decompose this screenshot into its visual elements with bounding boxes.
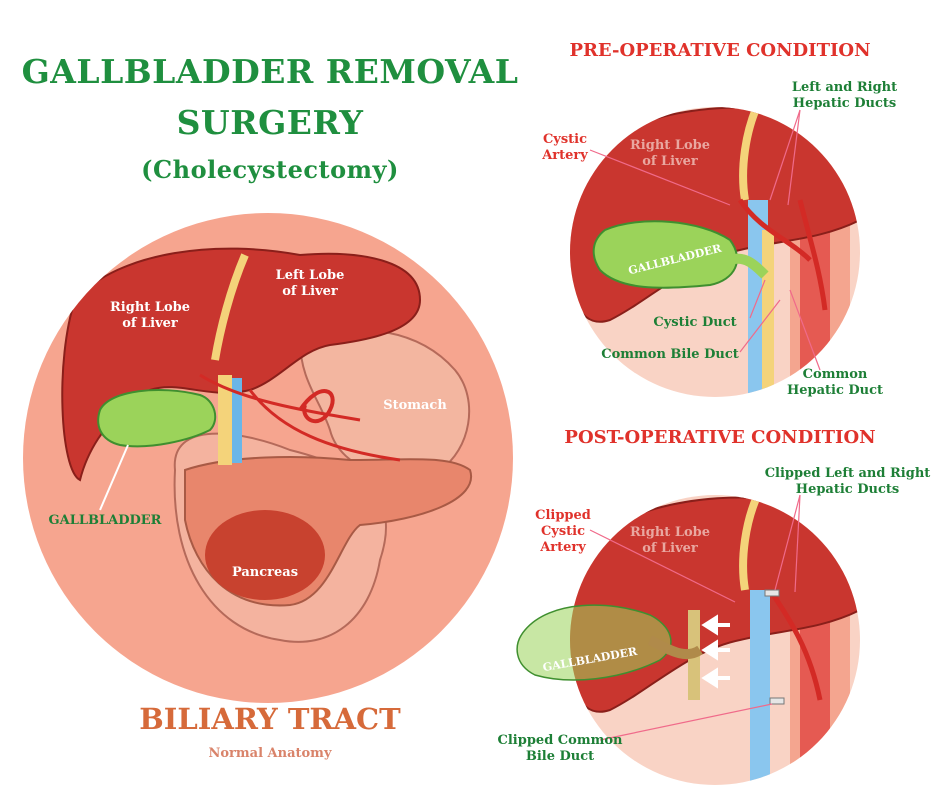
pre-gallbladder xyxy=(592,220,739,289)
pre-arteries xyxy=(737,198,828,311)
label-left-lobe: Left Lobe of Liver xyxy=(275,268,345,299)
post-removed-duct xyxy=(647,635,703,660)
post-label-clipped-common-bile-duct: Clipped Common Bile Duct xyxy=(497,733,623,764)
main-title-line1: GALLBLADDER REMOVAL xyxy=(21,52,519,91)
pre-op-circle xyxy=(570,107,860,397)
pointer-gallbladder xyxy=(99,444,129,511)
post-op-circle xyxy=(516,495,860,785)
pre-label-common-hepatic-duct: Common Hepatic Duct xyxy=(786,367,884,398)
pre-heading: PRE-OPERATIVE CONDITION xyxy=(569,40,871,61)
clip-hepatic xyxy=(764,589,780,597)
pancreas-head xyxy=(205,510,325,600)
removal-arrows xyxy=(701,614,730,689)
pre-pointers xyxy=(589,109,821,371)
label-stomach: Stomach xyxy=(383,398,447,413)
pre-label-cystic-artery: Cystic Artery xyxy=(542,132,588,163)
main-anatomy-circle xyxy=(23,213,513,703)
pre-cystic-duct xyxy=(728,253,769,279)
portal-vein xyxy=(232,378,242,463)
main-subtitle: (Cholecystectomy) xyxy=(141,155,399,184)
post-label-clipped-cystic-artery: Clipped Cystic Artery xyxy=(535,508,591,555)
label-pancreas: Pancreas xyxy=(231,565,299,580)
pre-label-right-lobe: Right Lobe of Liver xyxy=(630,138,710,169)
post-pointers xyxy=(589,494,801,741)
hepatic-artery xyxy=(199,373,401,462)
label-right-lobe: Right Lobe of Liver xyxy=(110,300,190,331)
label-gallbladder: GALLBLADDER xyxy=(48,513,162,528)
pre-label-cystic-duct: Cystic Duct xyxy=(653,315,737,330)
liver-shape xyxy=(61,247,422,482)
clip-bile xyxy=(769,697,785,705)
post-label-clipped-hepatic-ducts: Clipped Left and Right Hepatic Ducts xyxy=(764,466,931,497)
post-removed-gallbladder xyxy=(516,604,672,681)
post-portal-vein xyxy=(750,590,770,785)
footer-subtitle: Normal Anatomy xyxy=(208,746,332,761)
pre-label-common-bile-duct: Common Bile Duct xyxy=(601,347,739,362)
main-title-line2: SURGERY xyxy=(176,103,364,142)
pre-label-hepatic-ducts: Left and Right Hepatic Ducts xyxy=(791,80,898,111)
common-bile-duct xyxy=(218,375,232,465)
post-arteries xyxy=(767,588,823,701)
post-label-right-lobe: Right Lobe of Liver xyxy=(630,525,710,556)
gallbladder-shape xyxy=(97,389,217,448)
falciform-ligament xyxy=(211,253,249,361)
footer-title: BILIARY TRACT xyxy=(139,702,401,736)
gastric-artery xyxy=(298,389,335,424)
post-heading: POST-OPERATIVE CONDITION xyxy=(564,427,876,448)
